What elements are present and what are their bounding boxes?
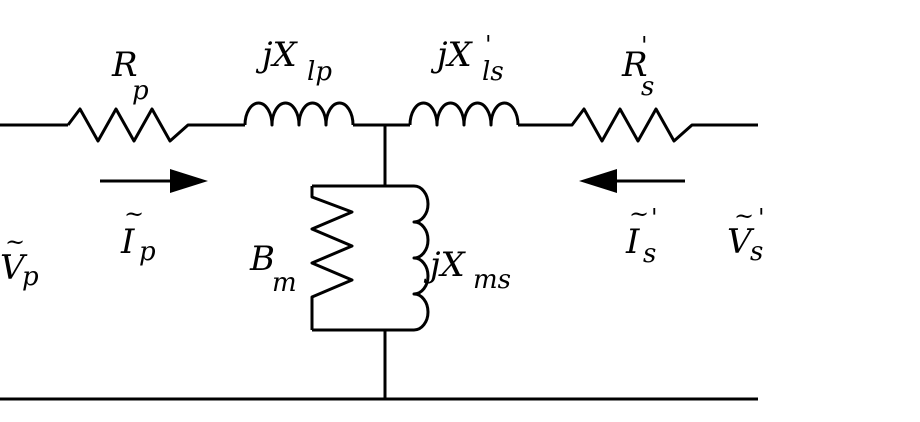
svg-text:V: V bbox=[727, 222, 755, 262]
svg-text:': ' bbox=[758, 204, 765, 232]
svg-text:lp: lp bbox=[307, 57, 332, 87]
svg-text:~: ~ bbox=[5, 228, 25, 256]
label-ip: ~ I p bbox=[120, 200, 156, 267]
arrow-is-head bbox=[579, 169, 617, 193]
svg-text:R: R bbox=[621, 45, 648, 85]
svg-text:ms: ms bbox=[473, 265, 511, 295]
label-jxlp: jX lp bbox=[255, 35, 332, 87]
svg-text:': ' bbox=[651, 204, 658, 232]
label-jxms: jX ms bbox=[423, 245, 511, 295]
svg-text:p: p bbox=[139, 237, 156, 267]
svg-text:p: p bbox=[132, 76, 149, 106]
svg-text:R: R bbox=[111, 45, 138, 85]
svg-text:ls: ls bbox=[482, 57, 504, 87]
svg-text:m: m bbox=[272, 268, 297, 298]
resistor-rs bbox=[518, 107, 758, 143]
label-jxls: jX ls ' bbox=[430, 31, 504, 87]
label-rs: R s ' bbox=[621, 32, 654, 102]
svg-text:s: s bbox=[643, 239, 656, 269]
svg-text:I: I bbox=[120, 222, 135, 262]
inductor-jxlp bbox=[243, 101, 355, 127]
svg-text:s: s bbox=[750, 237, 763, 267]
svg-text:jX: jX bbox=[255, 35, 299, 75]
resistor-bm bbox=[310, 186, 354, 330]
label-is: ~ I s ' bbox=[625, 200, 658, 269]
svg-text:jX: jX bbox=[423, 245, 467, 285]
svg-text:': ' bbox=[641, 32, 648, 60]
svg-text:s: s bbox=[641, 72, 654, 102]
svg-text:p: p bbox=[22, 262, 39, 292]
svg-text:~: ~ bbox=[734, 202, 754, 230]
inductor-jxls bbox=[408, 101, 520, 127]
svg-text:~: ~ bbox=[124, 200, 144, 228]
svg-text:': ' bbox=[485, 31, 492, 59]
svg-text:I: I bbox=[625, 222, 640, 262]
svg-text:jX: jX bbox=[430, 35, 474, 75]
arrow-ip-head bbox=[170, 169, 208, 193]
svg-text:~: ~ bbox=[629, 200, 649, 228]
label-bm: B m bbox=[249, 239, 297, 298]
label-vp: ~ V p bbox=[0, 228, 39, 292]
label-rp: R p bbox=[111, 45, 149, 106]
resistor-rp bbox=[66, 107, 245, 143]
inductor-jxms bbox=[412, 184, 430, 332]
svg-text:B: B bbox=[249, 239, 275, 279]
svg-text:V: V bbox=[0, 248, 28, 288]
label-vs: ~ V s ' bbox=[727, 202, 765, 267]
